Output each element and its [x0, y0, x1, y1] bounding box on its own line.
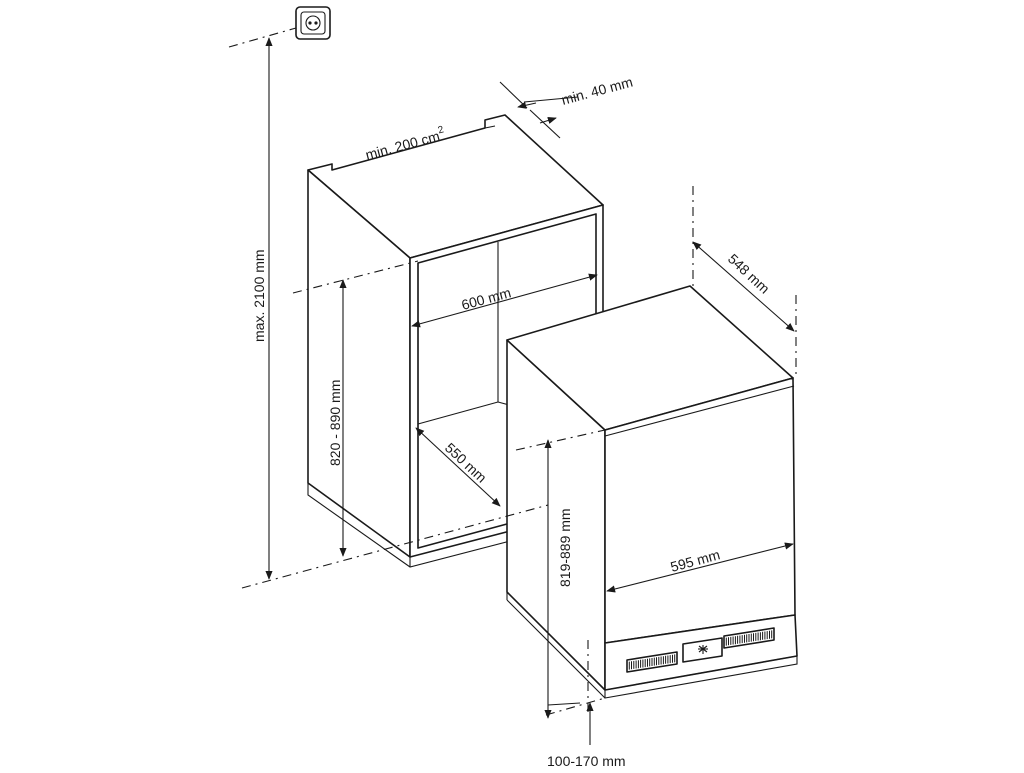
label-rear-gap: min. 40 mm: [560, 74, 635, 108]
power-socket-icon: [295, 6, 331, 40]
label-top-vent-superscript: 2: [437, 124, 446, 136]
label-appliance-height: 819-889 mm: [557, 508, 573, 587]
label-plinth-height: 100-170 mm: [547, 753, 626, 768]
label-niche-height: 820 - 890 mm: [327, 380, 343, 466]
ventilation-grille-left: [626, 651, 678, 673]
ventilation-grille-right: [723, 627, 775, 649]
reference-lines: [228, 27, 797, 716]
appliance-fridge: [506, 285, 798, 699]
dimension-lines: [265, 37, 795, 745]
label-max-height: max. 2100 mm: [251, 249, 267, 342]
snowflake-icon: [698, 645, 708, 654]
label-appliance-depth: 548 mm: [725, 250, 773, 296]
